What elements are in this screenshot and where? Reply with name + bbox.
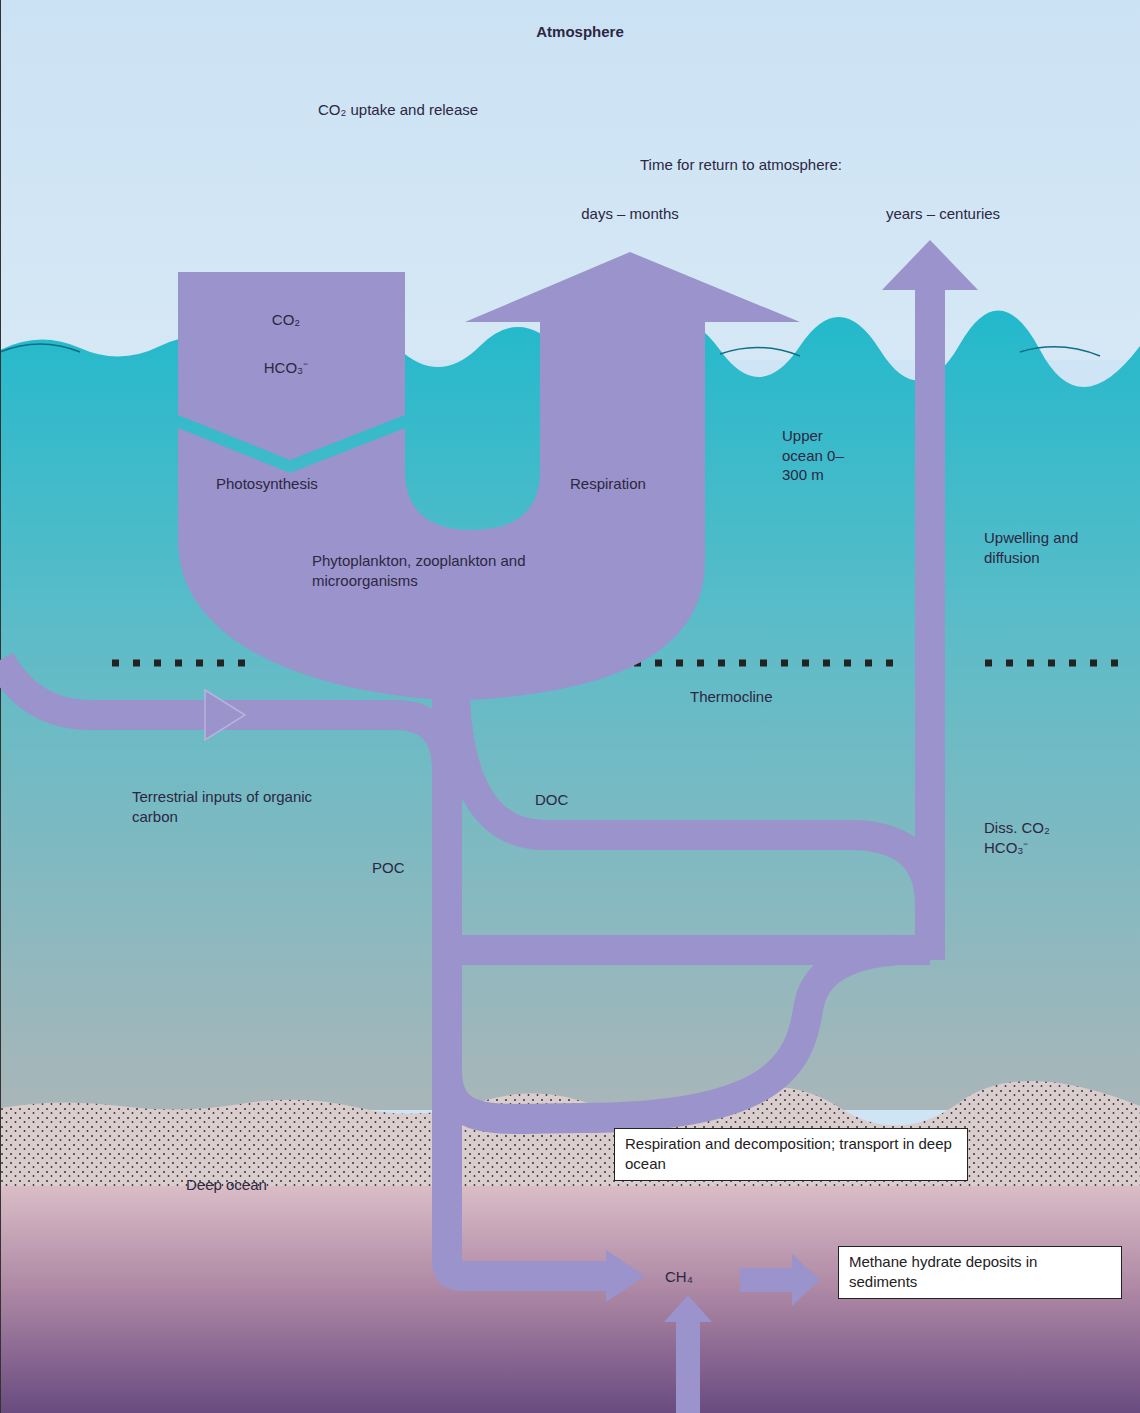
text-box: Methane hydrate deposits in sediments (838, 1246, 1122, 1299)
diagram-label: Photosynthesis (216, 474, 318, 494)
sea-floor (0, 1180, 1140, 1413)
diagram-label: Deep ocean (186, 1175, 267, 1195)
frame-line (0, 0, 1, 1413)
wave-line (0, 344, 80, 352)
diagram-label: HCO₃⁻ (264, 358, 308, 378)
diagram-label: Upper ocean 0–300 m (782, 426, 862, 485)
diagram-label: days – months (581, 204, 679, 224)
diagram-label: Upwelling and diffusion (984, 528, 1084, 567)
diagram-label: years – centuries (886, 204, 1000, 224)
diagram-label: CO₂ (272, 310, 300, 330)
diagram-label: Diss. CO₂ HCO₃⁻ (984, 818, 1054, 857)
diagram-label: Time for return to atmosphere: (640, 155, 842, 175)
diagram-label: Phytoplankton, zooplankton and microorga… (312, 551, 602, 590)
box-text: Respiration and decomposition; transport… (625, 1134, 955, 1173)
diagram-label: Respiration (570, 474, 646, 494)
diagram-label: CO₂ uptake and release (318, 100, 478, 120)
diagram-label: DOC (535, 790, 568, 810)
diagram-label: CH₄ (665, 1267, 693, 1287)
diagram-label: POC (372, 858, 405, 878)
diagram-label: Thermocline (690, 687, 773, 707)
wave-line (720, 347, 1100, 356)
sediment-layer (0, 1081, 1140, 1186)
diagram-label: Terrestrial inputs of organic carbon (132, 787, 317, 826)
carbon-pools (178, 240, 978, 1413)
text-box: Respiration and decomposition; transport… (614, 1128, 968, 1181)
box-text: Methane hydrate deposits in sediments (849, 1252, 1109, 1291)
diagram-label: Atmosphere (536, 22, 624, 42)
